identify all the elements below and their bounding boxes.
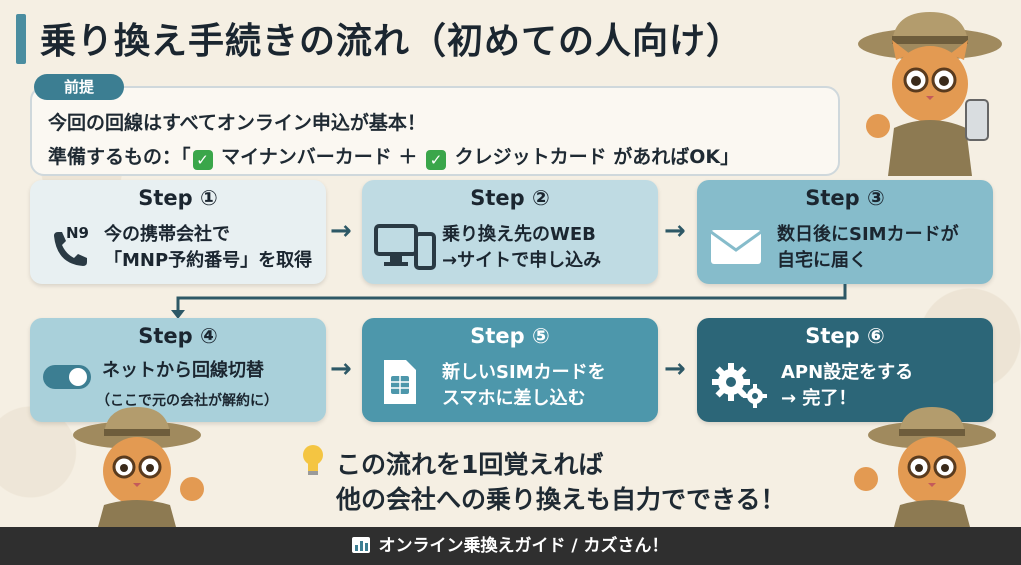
conclusion-line-2: 他の会社への乗り換えも自力でできる！	[336, 485, 786, 514]
step-text: APN設定をする → 完了！	[781, 360, 913, 412]
premise-prefix: 準備するもの：「	[48, 146, 191, 168]
step-label: Step ⑤	[470, 324, 550, 348]
step-label: Step ⑥	[805, 324, 885, 348]
toggle-icon	[43, 365, 91, 389]
bar-chart-icon	[352, 537, 371, 553]
premise-tag: 前提	[34, 74, 124, 100]
step-card-1: Step ① N9 今の携帯会社で 「MNP予約番号」を取得	[30, 180, 326, 284]
premise-item-2: クレジットカード	[454, 146, 607, 168]
step-line-1: 今の携帯会社で	[104, 224, 230, 245]
step-line-2: 自宅に届く	[777, 250, 867, 271]
connector-arrow-icon	[171, 284, 847, 319]
step-label: Step ③	[805, 186, 885, 210]
gear-icon	[712, 363, 767, 408]
phone-icon	[54, 232, 87, 266]
step-text: 新しいSIMカードを スマホに差し込む	[442, 360, 606, 412]
step-line-1: APN設定をする	[781, 362, 914, 383]
envelope-icon	[710, 230, 762, 264]
conclusion-line-1: この流れを1回覚えれば	[336, 450, 604, 479]
premise-line-2: 準備するもの：「✓ マイナンバーカード ＋ ✓ クレジットカード があればOK」	[48, 142, 739, 170]
step-card-2: Step ② 乗り換え先のWEB →サイトで申し込み	[362, 180, 658, 284]
arrow-right-icon: →	[330, 216, 352, 246]
step-label: Step ①	[138, 186, 218, 210]
arrow-right-icon: →	[664, 354, 686, 384]
arrow-right-icon: →	[330, 354, 352, 384]
step-line-1: 乗り換え先のWEB	[442, 224, 596, 245]
cat-explorer-illustration-left	[73, 407, 204, 527]
step-line-2: → 完了！	[781, 388, 857, 409]
step-line-2: 「MNP予約番号」を取得	[104, 250, 313, 271]
lightbulb-icon	[303, 445, 323, 475]
step-card-5: Step ⑤ 新しいSIMカードを スマホに差し込む	[362, 318, 658, 422]
step-text: 乗り換え先のWEB →サイトで申し込み	[442, 222, 601, 274]
step-label: Step ②	[470, 186, 550, 210]
step-label: Step ④	[138, 324, 218, 348]
step-line-1: 数日後にSIMカードが	[777, 224, 959, 245]
phone-badge: N9	[66, 224, 89, 242]
cat-explorer-illustration-top	[858, 12, 1002, 176]
step-line-2: →サイトで申し込み	[442, 250, 602, 271]
footer-text: オンライン乗換えガイド / カズさん！	[378, 536, 669, 556]
sim-card-icon	[384, 360, 416, 404]
step-card-3: Step ③ 数日後にSIMカードが 自宅に届く	[697, 180, 993, 284]
step-text: ネットから回線切替	[102, 358, 264, 384]
step-note: （ここで元の会社が解約に）	[96, 393, 278, 409]
premise-line-1: 今回の回線はすべてオンライン申込が基本！	[48, 112, 426, 134]
page-title: 乗り換え手続きの流れ（初めての人向け）	[40, 21, 744, 62]
step-text: 今の携帯会社で 「MNP予約番号」を取得	[104, 222, 312, 274]
cat-explorer-illustration-right	[854, 407, 996, 527]
step-line-1: 新しいSIMカードを	[442, 362, 606, 383]
devices-icon	[374, 224, 436, 270]
footer-bar: オンライン乗換えガイド / カズさん！	[0, 527, 1021, 565]
title-accent-bar	[16, 14, 26, 64]
step-text: 数日後にSIMカードが 自宅に届く	[777, 222, 959, 274]
checkmark-icon: ✓	[192, 150, 213, 170]
step-card-4: Step ④ ネットから回線切替 （ここで元の会社が解約に）	[30, 318, 326, 422]
premise-item-1: マイナンバーカード ＋	[221, 146, 418, 168]
step-line-1: ネットから回線切替	[102, 360, 264, 381]
premise-suffix: があればOK」	[606, 146, 740, 168]
step-card-6: Step ⑥ APN設定をする → 完了！	[697, 318, 993, 422]
arrow-right-icon: →	[664, 216, 686, 246]
step-line-2: スマホに差し込む	[442, 388, 586, 409]
checkmark-icon: ✓	[426, 150, 447, 170]
